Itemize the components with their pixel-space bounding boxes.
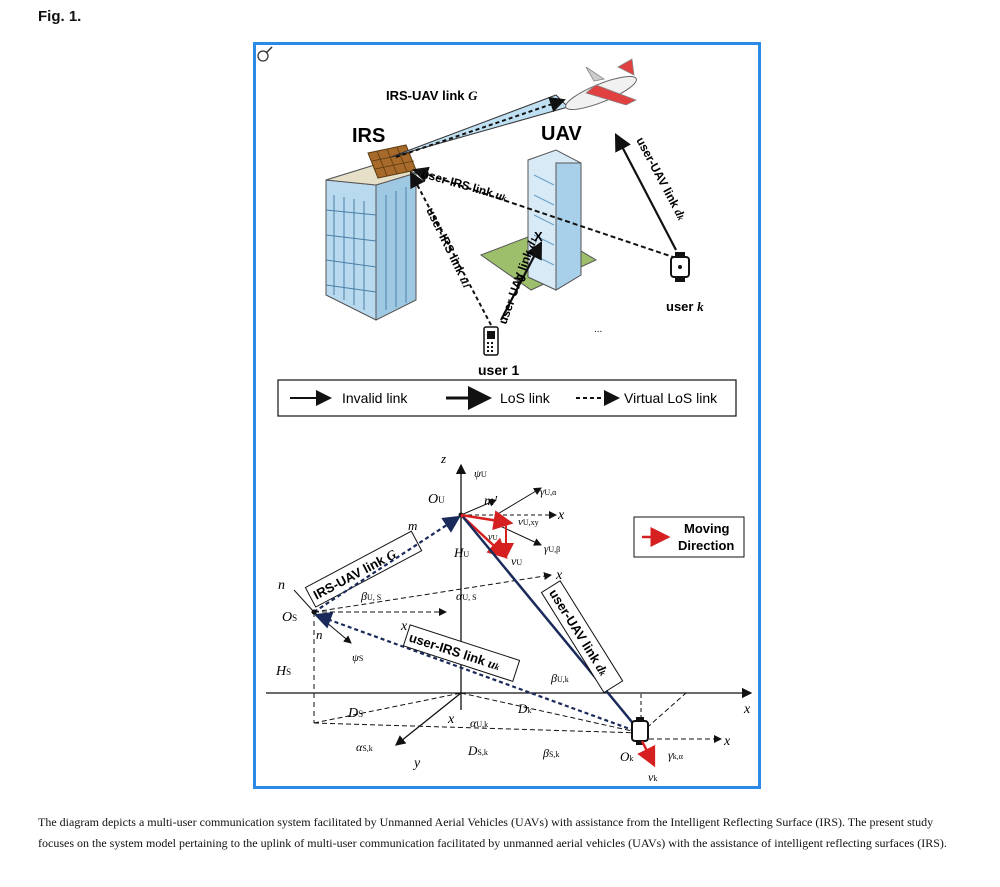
- x-mark: X: [534, 229, 543, 244]
- irs-uav-link-label-bottom: IRS-UAV link G: [311, 546, 399, 602]
- d-s-label: DS: [347, 706, 363, 721]
- alpha-s-k-label: αS,k: [356, 740, 373, 754]
- moving-direction-legend: Moving Direction: [633, 516, 745, 558]
- edit-icon[interactable]: [256, 45, 274, 63]
- user-irs-label-top: user-IRS link uk: [420, 166, 509, 204]
- user1-uav-link: [500, 241, 543, 321]
- x-low-label: x: [400, 619, 408, 634]
- figure-label: Fig. 1.: [38, 8, 82, 25]
- user-irs-link-line: [313, 611, 642, 735]
- x-mid-label: x: [555, 568, 563, 583]
- caption-line-1: The diagram depicts a multi-user communi…: [38, 815, 934, 829]
- legend-invalid: Invalid link: [342, 390, 408, 406]
- figure-frame: IRS IRS-UAV link G UAV X user-IRS l: [253, 42, 761, 789]
- v-u-xy-label: vU,xy: [518, 516, 539, 528]
- userk-velocity: [637, 740, 656, 768]
- d-s-k-label: DS,k: [467, 743, 488, 758]
- user1-phone-icon: [483, 326, 499, 356]
- y-axis-label: y: [412, 756, 421, 771]
- h-s-label: HS: [275, 664, 291, 679]
- moving-direction-line1: Moving: [684, 521, 730, 536]
- z-axis-label: z: [440, 451, 446, 466]
- moving-direction-line2: Direction: [678, 538, 734, 553]
- user-uav-label-bottom: user-UAV link dk: [546, 586, 611, 678]
- irs-uav-link-line: [313, 515, 461, 613]
- user-irs-link-side: [410, 171, 492, 326]
- legend-los: LoS link: [500, 390, 551, 406]
- userk-uav-label: user-UAV link dk: [633, 135, 689, 223]
- legend-virtual: Virtual LoS link: [624, 390, 718, 406]
- x-near-label: x: [557, 508, 565, 523]
- ou-label: OU: [428, 492, 445, 507]
- psi-u-label: ψU: [474, 468, 487, 480]
- user-irs-link-top: [412, 166, 677, 259]
- d-k-label: Dk: [517, 701, 531, 716]
- n-top-label: n: [278, 578, 285, 593]
- ok-label: Ok: [620, 749, 633, 764]
- uav-plane: [565, 58, 637, 111]
- alpha-u-k-label: αU,k: [470, 716, 488, 730]
- middle-building: [479, 149, 598, 291]
- user1-label: user 1: [478, 362, 519, 378]
- gamma-k-alpha-label: γk,α: [668, 748, 684, 762]
- figure-caption: The diagram depicts a multi-user communi…: [38, 812, 968, 854]
- uav-title: UAV: [541, 123, 582, 145]
- v-k-label: vk: [648, 770, 657, 784]
- beta-s-k-label: βS,k: [542, 746, 559, 760]
- userk-watch-icon: [670, 252, 690, 282]
- x-axis-label: x: [743, 702, 751, 717]
- userk-device-icon: [631, 717, 649, 745]
- irs-title: IRS: [352, 125, 385, 147]
- user-uav-link-line: [462, 516, 642, 734]
- y-axis: [394, 692, 462, 746]
- legend: Invalid link LoS link Virtual LoS link: [277, 379, 737, 417]
- irs-uav-link-label: IRS-UAV link G: [386, 88, 478, 103]
- uav-velocity-xy: [460, 510, 514, 531]
- x-bottom-label: x: [447, 712, 455, 727]
- v-u-label: vU: [511, 554, 522, 568]
- m-label: m: [408, 518, 417, 533]
- user-irs-label-side: user-IRS link u1: [423, 205, 474, 290]
- figure-svg: IRS IRS-UAV link G UAV X user-IRS l: [266, 58, 753, 784]
- caption-line-2: focuses on the system model pertaining t…: [38, 836, 947, 850]
- irs-building: [325, 144, 418, 321]
- gamma-u-alpha-label: γU,α: [540, 486, 557, 498]
- h-u-label: HU: [453, 545, 469, 560]
- m-prime-label: m′: [484, 494, 498, 509]
- irs-uav-virtual-link: [395, 96, 566, 158]
- gamma-u-beta-label: γU,β: [544, 543, 560, 555]
- psi-s-label: ψS: [352, 652, 363, 664]
- userk-uav-link: [614, 133, 677, 251]
- os-label: OS: [282, 610, 297, 625]
- alpha-u-s-label: αU, S: [456, 589, 477, 603]
- n-low-label: n: [316, 627, 323, 642]
- users-ellipsis: ...: [594, 324, 602, 335]
- beta-u-s-label: βU, S: [360, 589, 381, 603]
- zero-mark: 0: [513, 272, 530, 284]
- beta-u-k-label: βU,k: [550, 671, 569, 685]
- x-far-label: x: [723, 734, 731, 749]
- userk-label: user k: [666, 299, 704, 314]
